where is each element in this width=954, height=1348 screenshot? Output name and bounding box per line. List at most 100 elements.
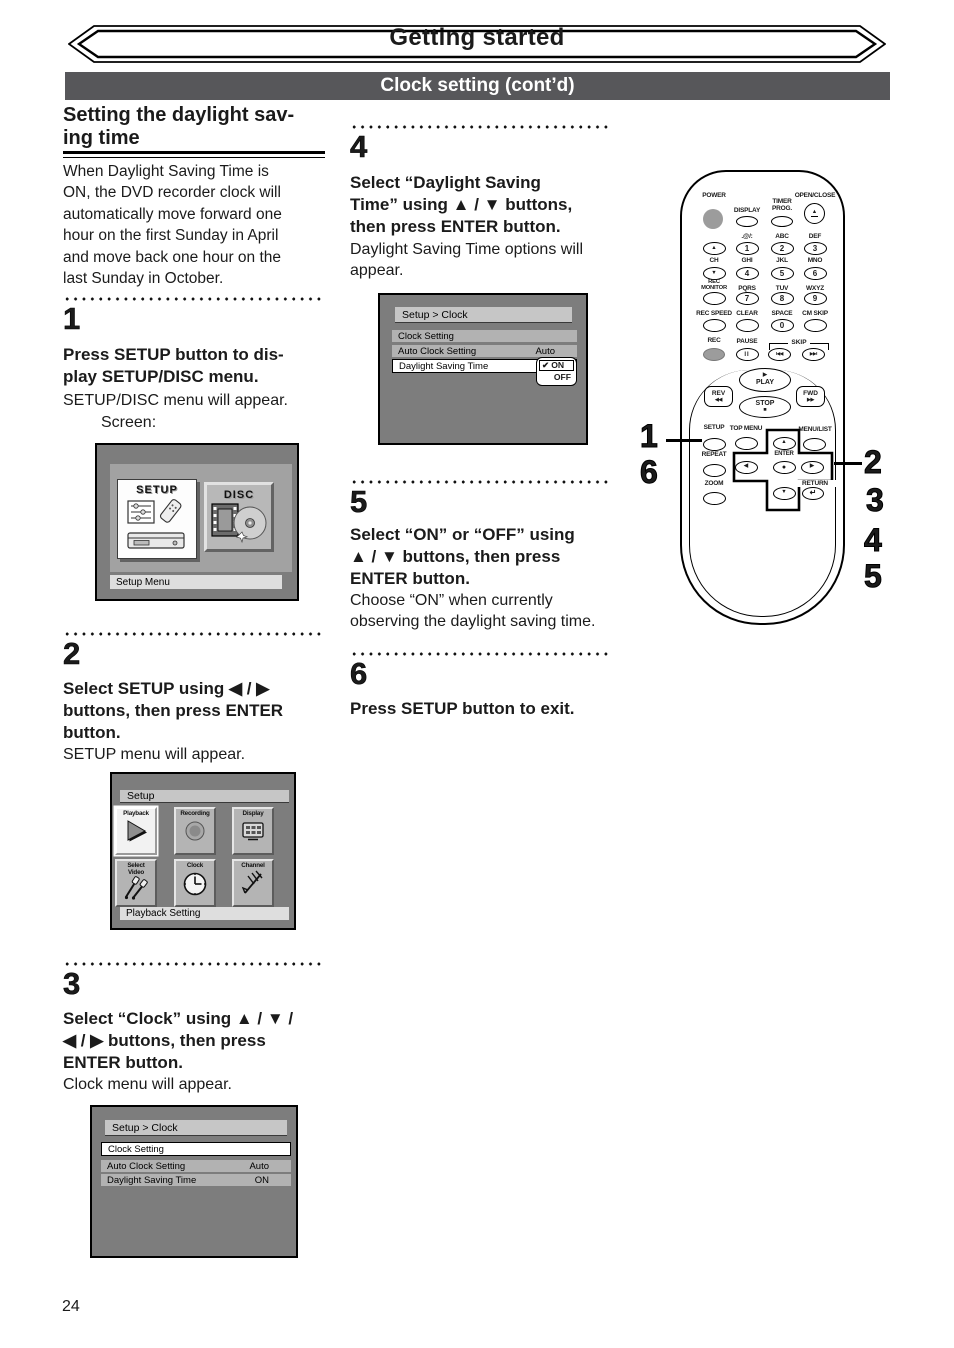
setup-label: SETUP xyxy=(703,424,725,431)
digit-7-button: 7 xyxy=(735,292,759,305)
stop-button: STOP ■ xyxy=(739,396,791,418)
d6-letters: MNO xyxy=(807,257,823,264)
banner-ribbon xyxy=(68,25,886,63)
d5-letters: JKL xyxy=(776,257,788,264)
enter-label: ENTER xyxy=(774,451,794,457)
power-button xyxy=(703,209,723,229)
timer-prog-label: TIMER PROG. xyxy=(772,198,792,213)
setup-button xyxy=(702,437,726,451)
step1-note: SETUP/DISC menu will appear. xyxy=(63,392,288,409)
screenshot-clock-menu-popup: Setup > Clock Clock Setting Auto Clock S… xyxy=(378,293,588,445)
setup-menu-title: Setup xyxy=(127,790,155,802)
channel-up-icon: ▲ xyxy=(711,244,717,251)
zoom-label: ZOOM xyxy=(704,480,724,487)
section-title: Clock setting (cont’d) xyxy=(65,72,890,100)
play-button: ▶ PLAY xyxy=(739,368,791,392)
display-icon xyxy=(242,821,264,840)
skip-back-icon: I◀◀ xyxy=(775,351,784,357)
step6-divider xyxy=(350,652,612,656)
step5-divider xyxy=(350,480,612,484)
rec-speed-label: REC SPEED xyxy=(696,310,732,317)
setup-menu-statusbar: Playback Setting xyxy=(120,907,289,920)
subsection-heading: Setting the daylight sav- ing time xyxy=(63,104,295,149)
eject-icon: ▲ xyxy=(811,208,818,215)
eject-button: ▲ xyxy=(804,203,825,224)
step4-divider xyxy=(350,125,612,129)
setup-disc-panel: SETUP DISC xyxy=(110,464,292,572)
clock-popup-row-clock-setting: Clock Setting xyxy=(392,330,577,342)
step1-divider xyxy=(63,297,325,301)
clear-button xyxy=(735,319,759,332)
cursor-right-icon: ▶ xyxy=(809,463,815,470)
cm-skip-label: CM SKIP xyxy=(802,310,828,317)
step5-instruction: Select “ON” or “OFF” using ▲ / ▼ buttons… xyxy=(350,525,575,588)
daylight-onoff-popup: ✔ON OFF xyxy=(536,357,577,386)
skip-back-button: I◀◀ xyxy=(768,348,791,361)
check-icon: ✔ xyxy=(542,359,550,370)
record-icon xyxy=(185,821,205,841)
remote-control: POWER DISPLAY TIMER PROG. OPEN/CLOSE ▲ .… xyxy=(680,170,845,625)
rec-speed-button xyxy=(702,319,726,332)
top-menu-button xyxy=(734,436,758,450)
clock-popup-titlebar: Setup > Clock xyxy=(395,307,572,323)
space-label: SPACE xyxy=(771,310,793,317)
rec-label: REC xyxy=(707,337,721,344)
fwd-label: FWD xyxy=(803,389,818,397)
repeat-label: REPEAT xyxy=(701,451,727,458)
stop-icon: ■ xyxy=(763,406,767,413)
step2-divider xyxy=(63,632,325,636)
channel-up-button: ▲ xyxy=(702,242,726,255)
open-close-label: OPEN/CLOSE xyxy=(794,192,836,199)
callout-3: 3 xyxy=(866,482,885,518)
disc-tile: DISC xyxy=(204,482,274,552)
top-menu-label: TOP MENU xyxy=(729,425,763,432)
skip-forward-button: ▶▶I xyxy=(802,348,825,361)
screenshot-setup-menu: Setup Playback Recording Display Select … xyxy=(110,772,296,930)
step1-instruction: Press SETUP button to dis- play SETUP/DI… xyxy=(63,345,284,386)
step1-screen-label: Screen: xyxy=(101,414,157,431)
clock-icon xyxy=(183,872,207,895)
callout-1: 1 xyxy=(640,418,659,454)
rev-icon: ◀◀ xyxy=(714,397,723,404)
repeat-button xyxy=(702,463,726,477)
heading-rule-thin xyxy=(63,156,325,158)
setup-tile: SETUP xyxy=(117,479,197,559)
intro-paragraph: When Daylight Saving Time is ON, the DVD… xyxy=(63,163,282,288)
clock-popup-title: Setup > Clock xyxy=(402,308,468,321)
play-label: PLAY xyxy=(755,379,775,387)
power-label: POWER xyxy=(702,192,726,199)
callout-2: 2 xyxy=(864,444,883,480)
step1-number: 1 xyxy=(63,301,81,336)
screenshot-clock-menu: Setup > Clock Clock Setting Auto Clock S… xyxy=(90,1105,298,1258)
return-label: RETURN xyxy=(789,480,841,488)
pause-button: II xyxy=(735,348,759,361)
digit-0-button: 0 xyxy=(770,319,794,332)
callout-6: 6 xyxy=(640,454,659,490)
clock-menu-row-daylight: Daylight Saving Time ON xyxy=(101,1174,291,1186)
setup-menu-titlebar: Setup xyxy=(120,790,289,803)
stop-label: STOP xyxy=(755,400,775,408)
disc-tile-label: DISC xyxy=(223,489,255,501)
skip-label: SKIP xyxy=(788,339,810,350)
display-button xyxy=(736,216,758,227)
d4-letters: GHI xyxy=(741,257,753,264)
clear-label: CLEAR xyxy=(736,310,758,317)
step3-number: 3 xyxy=(63,966,81,1001)
clock-menu-titlebar: Setup > Clock xyxy=(105,1120,287,1136)
fwd-button: FWD ▶▶ xyxy=(796,386,825,407)
cursor-right-button: ▶ xyxy=(800,460,824,474)
cursor-left-button: ◀ xyxy=(734,460,758,474)
setup-tile-icon xyxy=(127,499,185,549)
timer-prog-button xyxy=(771,216,793,227)
page-title: Getting started xyxy=(389,24,565,51)
clock-menu-title: Setup > Clock xyxy=(112,1121,178,1134)
step2-number: 2 xyxy=(63,636,81,671)
digit-9-button: 9 xyxy=(803,292,827,305)
d9-letters: WXYZ xyxy=(806,285,824,292)
digit-1-button: 1 xyxy=(735,242,759,255)
menu-list-button xyxy=(802,437,826,451)
menu-list-label: MENU/LIST xyxy=(798,426,832,433)
callout-2-line xyxy=(834,462,862,465)
menu-tile-recording: Recording xyxy=(174,807,216,855)
popup-option-off: OFF xyxy=(553,371,571,382)
